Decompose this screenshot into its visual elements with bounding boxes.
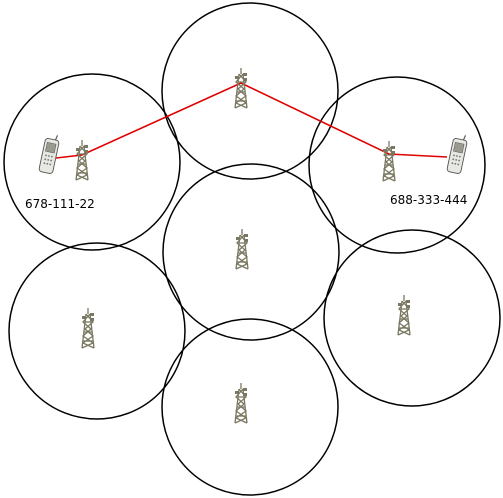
cell-tower-icon bbox=[81, 307, 95, 349]
cell-top bbox=[161, 2, 339, 180]
cell-tower-icon bbox=[235, 228, 249, 270]
mobile-phone-icon bbox=[446, 132, 470, 175]
left-phone-number: 678-111-22 bbox=[25, 197, 95, 211]
cell-upper-left bbox=[3, 73, 181, 251]
cell-bottom bbox=[161, 318, 339, 496]
cell-tower-icon bbox=[234, 67, 248, 109]
right-phone-number: 688-333-444 bbox=[390, 193, 468, 207]
cell-tower-icon bbox=[382, 140, 396, 182]
cell-tower-icon bbox=[75, 139, 89, 181]
call-route-line bbox=[55, 82, 448, 159]
cell-center bbox=[162, 163, 340, 341]
cell-upper-right bbox=[308, 76, 486, 254]
cell-tower-icon bbox=[234, 382, 248, 424]
cell-tower-icon bbox=[397, 294, 411, 336]
mobile-phone-icon bbox=[38, 132, 62, 175]
cell-lower-right bbox=[323, 229, 501, 407]
cell-lower-left bbox=[8, 242, 186, 420]
